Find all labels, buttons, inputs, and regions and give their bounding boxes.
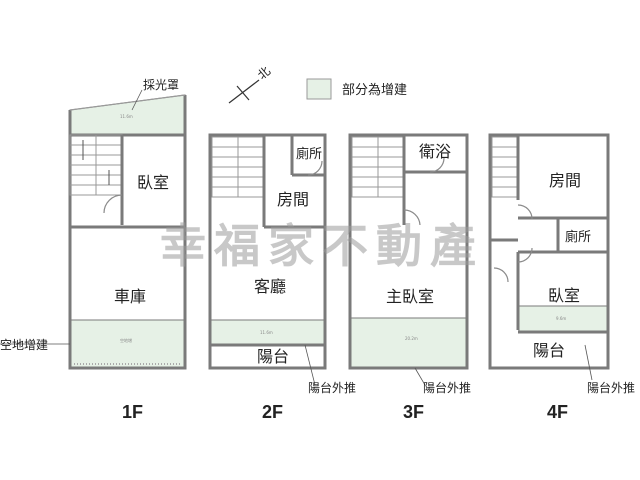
- floor-label-2f: 2F: [262, 402, 283, 422]
- skylight-mark: 11.6m: [120, 114, 133, 119]
- room-label-room-2f: 房間: [277, 190, 309, 209]
- north-arrow-icon: 北: [228, 64, 273, 104]
- north-label: 北: [255, 64, 273, 82]
- room-label-master-3f: 主臥室: [386, 287, 434, 306]
- balcony-push-area-2f: [210, 319, 325, 345]
- floor-label-1f: 1F: [122, 402, 143, 422]
- note-yard-extension: 空地增建: [0, 338, 48, 352]
- room-label-bath-3f: 衛浴: [419, 142, 451, 161]
- svg-text:11.6m: 11.6m: [260, 330, 273, 335]
- floor-1f: 11.6m 空地增 臥室 車庫 採光罩 空地增建 1F: [0, 78, 187, 422]
- room-label-bedroom-4f: 臥室: [548, 286, 580, 305]
- addon-swatch: [306, 78, 332, 100]
- legend: 北 部分為增建: [228, 64, 407, 104]
- room-label-garage-1f: 車庫: [114, 287, 146, 306]
- floor-label-4f: 4F: [547, 402, 568, 422]
- room-label-balcony-4f: 陽台: [533, 341, 565, 360]
- note-balcony-push-2f: 陽台外推: [308, 380, 356, 395]
- svg-text:空地增: 空地增: [120, 337, 132, 343]
- stairs-4f: [491, 136, 519, 198]
- yard-extension-area: [70, 319, 185, 368]
- room-label-living-2f: 客廳: [254, 277, 286, 296]
- stairs-2f: [211, 136, 265, 198]
- svg-text:20.2m: 20.2m: [405, 336, 418, 341]
- floor-3f: 20.2m 衛浴 主臥室 陽台外推 3F: [348, 133, 471, 422]
- room-label-balcony-2f: 陽台: [257, 347, 289, 366]
- balcony-push-area-4f: [518, 305, 608, 333]
- floor-2f: 11.6m 廁所 房間 客廳 陽台 陽台外推 2F: [208, 133, 356, 422]
- floor-label-3f: 3F: [403, 402, 424, 422]
- legend-label: 部分為增建: [342, 82, 407, 98]
- stairs-1f: [69, 134, 123, 196]
- room-label-toilet-4f: 廁所: [565, 229, 591, 245]
- floor-4f: 9.6m 房間 廁所 臥室 陽台 陽台外推 4F: [488, 133, 635, 422]
- room-label-toilet-2f: 廁所: [296, 146, 322, 162]
- note-balcony-push-3f: 陽台外推: [423, 380, 471, 395]
- room-label-bedroom-1f: 臥室: [137, 173, 169, 192]
- stairs-3f: [351, 136, 405, 198]
- note-skylight: 採光罩: [143, 78, 179, 92]
- room-label-room-4f: 房間: [549, 171, 581, 190]
- note-balcony-push-4f: 陽台外推: [587, 380, 635, 395]
- svg-text:9.6m: 9.6m: [556, 316, 566, 321]
- watermark: 幸福家不動產: [160, 219, 484, 273]
- balcony-push-area-3f: [350, 317, 467, 368]
